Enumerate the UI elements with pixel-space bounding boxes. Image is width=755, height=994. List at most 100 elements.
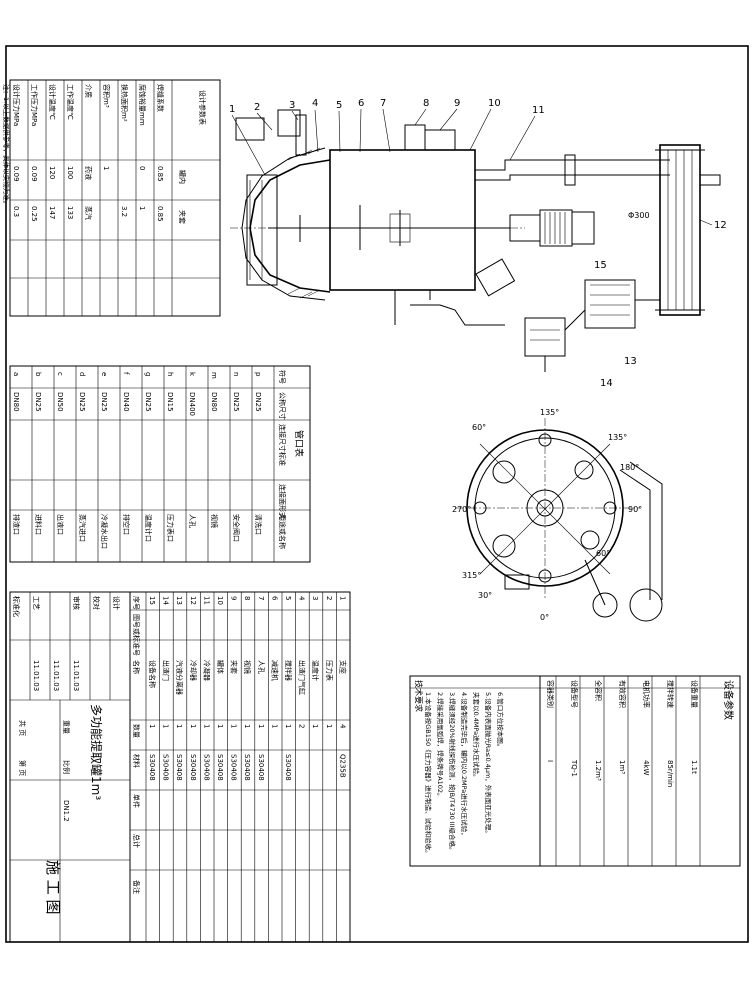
- svg-text:DN50: DN50: [56, 392, 64, 412]
- parts-row-no: 6: [270, 596, 278, 601]
- svg-text:n: n: [232, 372, 240, 376]
- parts-row-no: 11: [202, 596, 210, 605]
- svg-text:h: h: [166, 372, 174, 376]
- condenser: [655, 144, 721, 316]
- svg-text:100: 100: [66, 166, 74, 179]
- parts-row-name: 人孔: [257, 660, 265, 674]
- parts-row-name: 支座: [338, 660, 347, 674]
- tech-requirement-line: 6.管口方位按本图。: [496, 692, 505, 750]
- parts-row-no: 13: [175, 596, 183, 605]
- tech-requirement-line: 5.设备内表面抛光Ra≤0.4μm，外表面亚光处理。: [484, 692, 493, 837]
- parts-row-no: 7: [257, 596, 265, 600]
- parts-row-material: S30408: [257, 754, 265, 781]
- drawing-border: [5, 45, 749, 943]
- side-table-label: 设备型号: [570, 680, 579, 708]
- svg-text:133: 133: [66, 206, 74, 219]
- parts-row-no: 3: [311, 596, 319, 600]
- svg-text:0.85: 0.85: [156, 166, 164, 182]
- parts-row-no: 9: [230, 596, 238, 600]
- balloon-2: 2: [254, 102, 260, 113]
- svg-text:比例: 比例: [62, 760, 71, 774]
- svg-text:11.01.03: 11.01.03: [32, 660, 40, 691]
- parts-row-name: 减速机: [270, 660, 279, 681]
- svg-text:介质: 介质: [84, 84, 93, 98]
- parts-row-qty: 1: [216, 724, 224, 728]
- parts-row-qty: 1: [284, 724, 292, 728]
- svg-text:11.01.03: 11.01.03: [72, 660, 80, 691]
- svg-text:3.2: 3.2: [120, 206, 128, 217]
- svg-text:安全阀口: 安全阀口: [232, 514, 241, 542]
- parts-row-qty: 1: [162, 724, 170, 728]
- svg-text:技术要求: 技术要求: [414, 680, 424, 712]
- svg-text:60°: 60°: [472, 423, 486, 432]
- parts-row-material: S30408: [284, 754, 292, 781]
- parts-row-no: 2: [325, 596, 333, 600]
- svg-text:排空口: 排空口: [122, 514, 131, 535]
- svg-text:总计: 总计: [132, 834, 141, 848]
- svg-text:90°: 90°: [628, 505, 642, 514]
- svg-text:d: d: [78, 372, 86, 376]
- svg-text:1: 1: [102, 166, 110, 170]
- elevation-view: [230, 109, 721, 372]
- side-table-label: 全容积: [594, 680, 603, 701]
- drawing-title: 施 工 图: [44, 860, 62, 915]
- balloon-6: 6: [358, 98, 364, 109]
- svg-text:符号: 符号: [278, 370, 287, 384]
- note-text: 注：1.以上数据供参考，具体以实物为准。: [2, 84, 11, 207]
- parts-row-qty: 1: [257, 724, 265, 728]
- svg-text:11.01.03: 11.01.03: [52, 660, 60, 691]
- svg-text:视镜: 视镜: [210, 514, 219, 528]
- svg-text:60°: 60°: [596, 549, 610, 558]
- parts-row-qty: 1: [311, 724, 319, 728]
- svg-text:单件: 单件: [132, 794, 141, 808]
- parts-row-material: S30408: [162, 754, 170, 781]
- parts-row-name: 汽液分离器: [175, 660, 184, 695]
- parts-row-no: 12: [189, 596, 197, 605]
- svg-text:数量: 数量: [132, 724, 141, 738]
- svg-text:270°: 270°: [452, 505, 471, 514]
- svg-text:147: 147: [48, 206, 56, 219]
- parts-row-material: S30408: [216, 754, 224, 781]
- side-table-value: 85r/min: [666, 760, 674, 787]
- svg-text:重量: 重量: [62, 720, 70, 734]
- parts-row-no: 10: [216, 596, 224, 605]
- parts-row-name: 搅拌器: [284, 660, 293, 681]
- jacket-shell: [241, 147, 326, 301]
- side-table-label: 有效容积: [618, 680, 627, 708]
- cooler: [584, 279, 660, 329]
- svg-text:校对: 校对: [92, 596, 101, 610]
- svg-text:DN1.2: DN1.2: [62, 800, 70, 822]
- svg-text:压力表口: 压力表口: [166, 514, 175, 542]
- parts-row-qty: 1: [202, 724, 210, 728]
- balloon-5: 5: [336, 100, 342, 111]
- svg-text:温度计口: 温度计口: [144, 514, 153, 542]
- balloon-14: 14: [600, 378, 613, 389]
- nozzle-table: 管口表 符号 公称尺寸 连接尺寸标准 连接面形式 用途或名称 a b c d e…: [9, 365, 311, 563]
- svg-text:清洗口: 清洗口: [254, 514, 263, 535]
- svg-text:DN400: DN400: [188, 392, 196, 416]
- svg-text:135°: 135°: [608, 433, 627, 442]
- svg-text:0.85: 0.85: [156, 206, 164, 222]
- svg-text:DN25: DN25: [254, 392, 262, 412]
- svg-text:工作温度℃: 工作温度℃: [66, 84, 75, 120]
- side-table-value: TQ-1: [570, 759, 578, 777]
- side-table: 容器类别I设备型号TQ-1全容积1.2m³有效容积1m³电机功率4kW搅拌转速8…: [539, 675, 741, 867]
- svg-text:DN80: DN80: [12, 392, 20, 412]
- parts-row-qty: 1: [175, 724, 183, 728]
- svg-text:DN25: DN25: [100, 392, 108, 412]
- parts-list: 序号 图号或标准号 名称 数量 材料 单件 总计 备注 15设备名称1S3040…: [129, 591, 351, 943]
- tech-requirement-line: 4.设备制造完毕后，罐内以0.2MPa进行水压试验，: [460, 692, 469, 839]
- svg-text:0.25: 0.25: [30, 206, 38, 222]
- parts-row-qty: 1: [243, 724, 251, 728]
- parts-row-name: 温度计: [311, 660, 320, 681]
- parts-row-name: 夹套: [230, 660, 239, 674]
- svg-text:蒸汽进口: 蒸汽进口: [78, 514, 87, 542]
- tech-requirement-line: 3.焊缝须经20%射线探伤检测，按JB/T4730 III级合格。: [448, 692, 457, 854]
- balloon-8: 8: [423, 98, 429, 109]
- svg-text:管口表: 管口表: [293, 430, 305, 457]
- balloon-13: 13: [624, 356, 637, 367]
- svg-text:设计: 设计: [112, 596, 121, 610]
- parts-row-material: Q235B: [338, 754, 346, 778]
- balloon-3: 3: [289, 100, 295, 111]
